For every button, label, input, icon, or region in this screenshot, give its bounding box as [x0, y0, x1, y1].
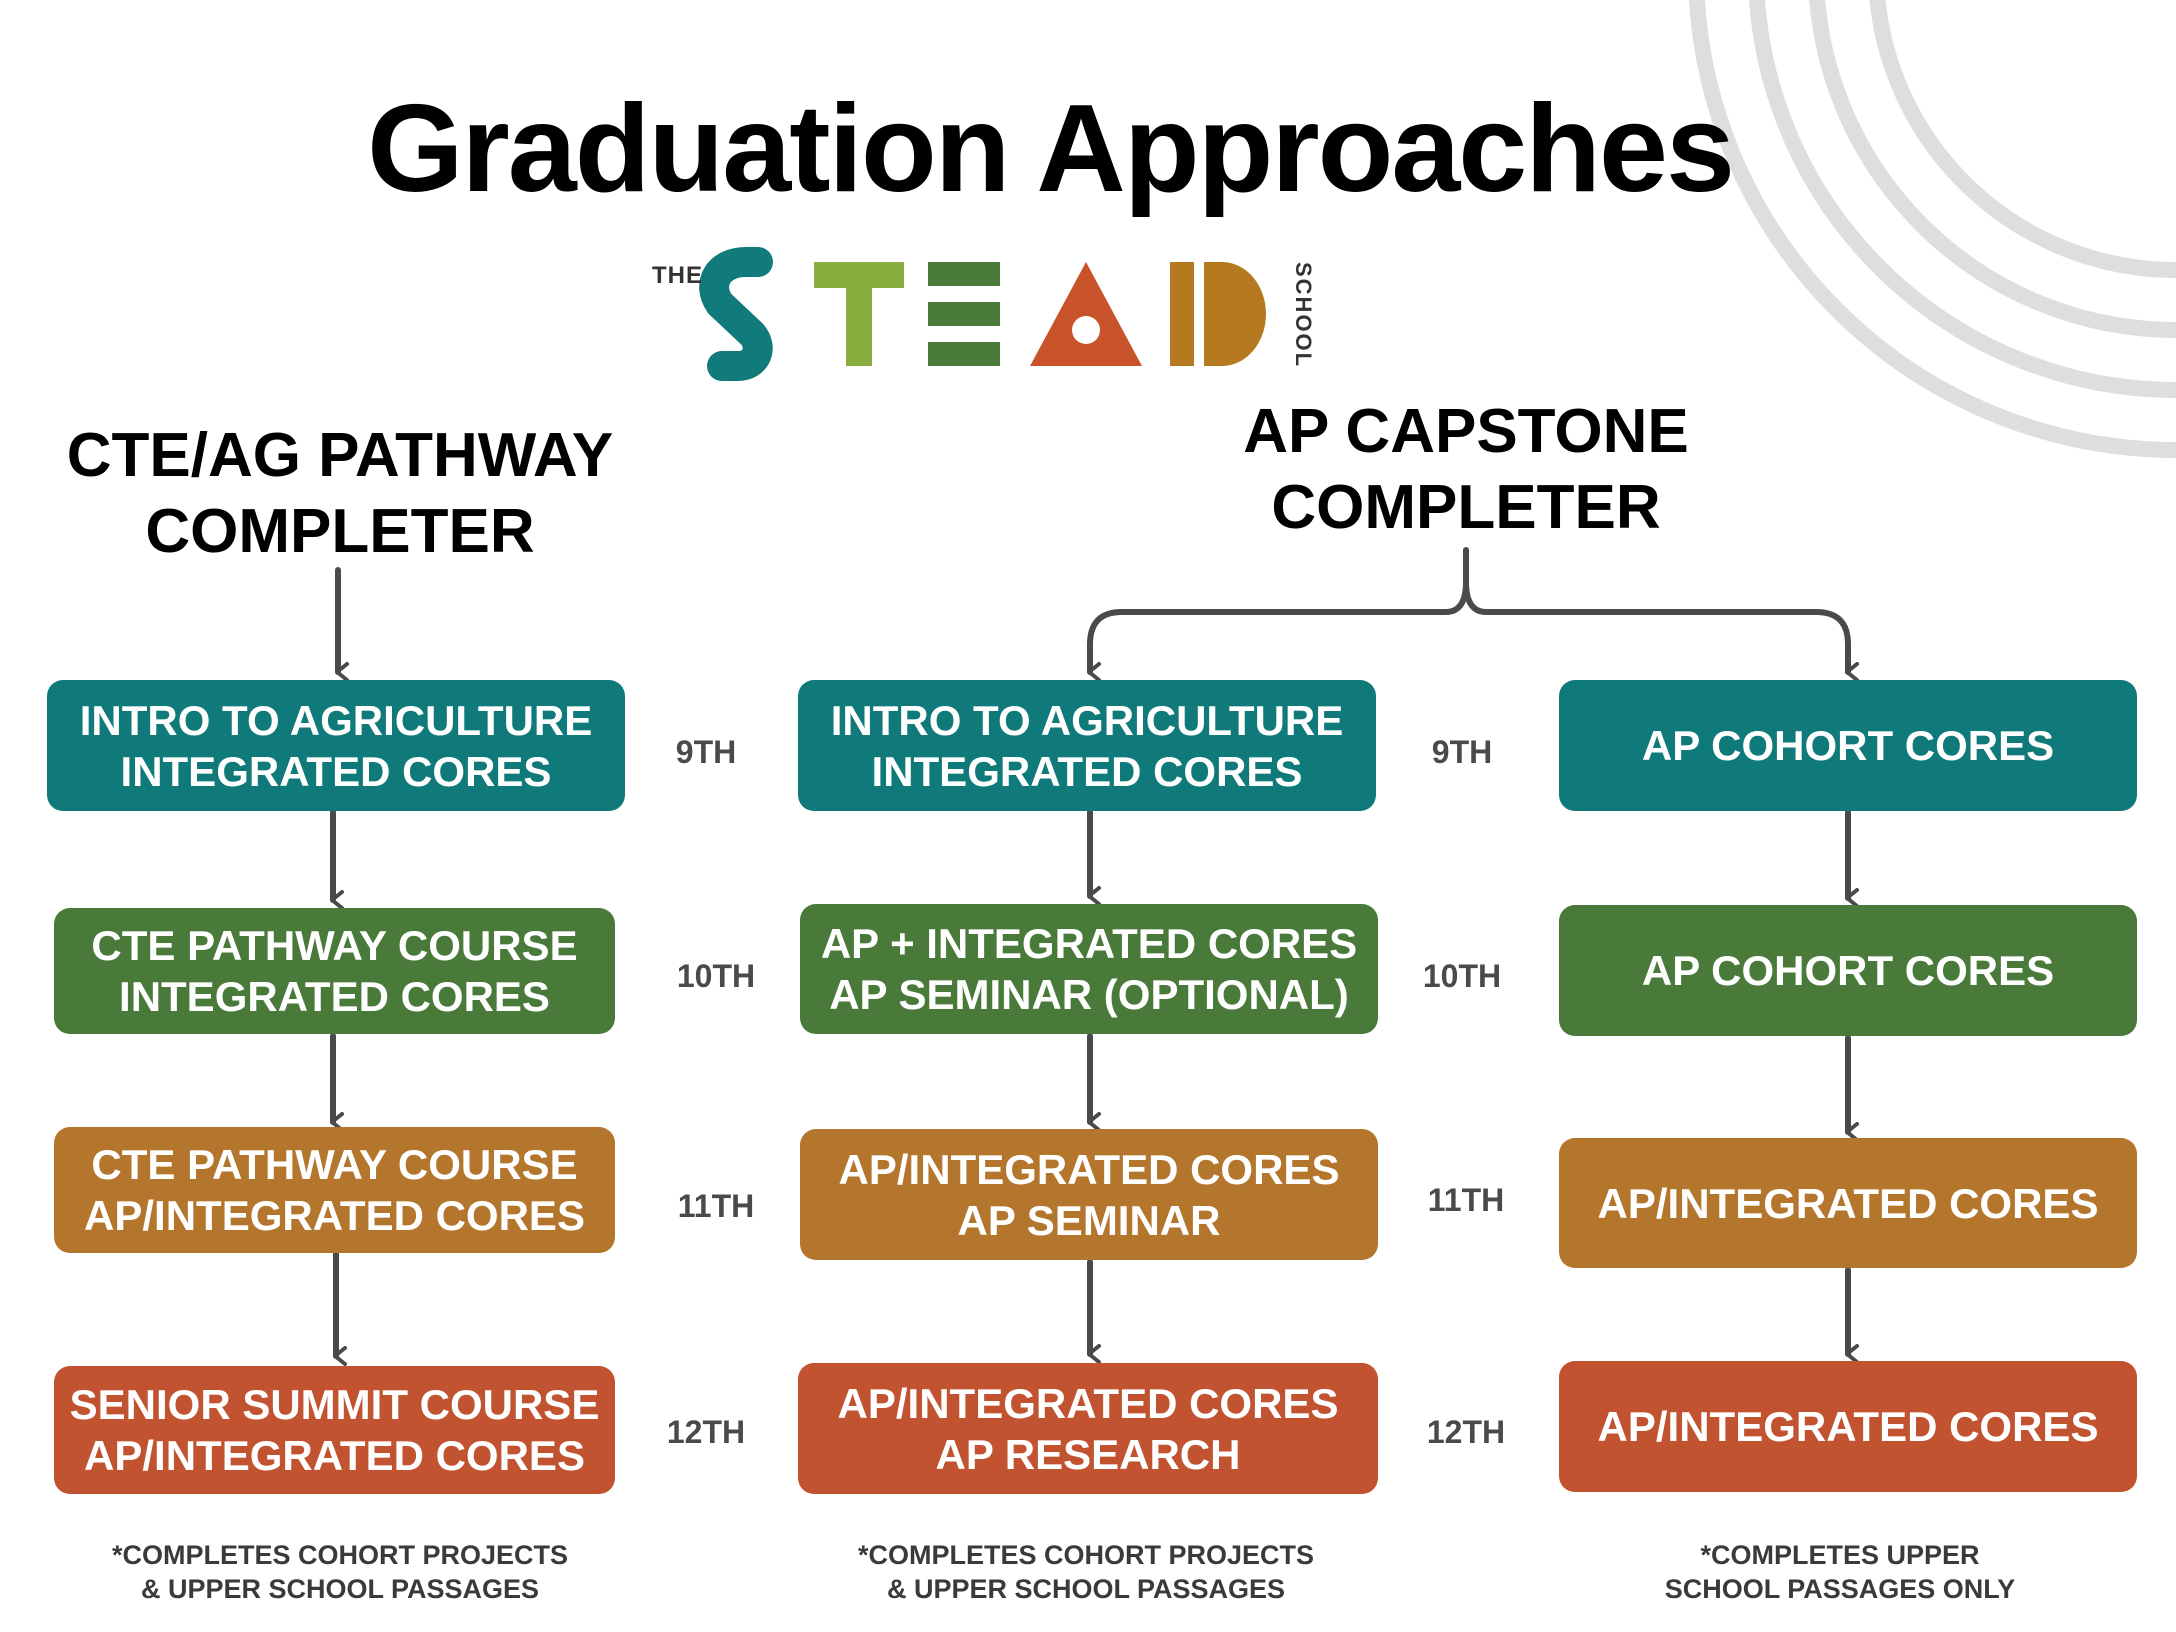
grade-label-11th: 11TH [1427, 1182, 1505, 1218]
decorative-arcs [1689, 0, 2176, 458]
note-line: SCHOOL PASSAGES ONLY [1664, 1574, 2016, 1604]
grade-label-11th: 11TH [677, 1188, 755, 1224]
grade-label-10th: 10TH [1422, 958, 1502, 994]
box-line: AP COHORT CORES [1641, 722, 2055, 769]
ap-b-step-9th: AP COHORT CORES [1559, 680, 2137, 811]
box-line: INTRO TO AGRICULTURE [79, 696, 593, 744]
box-line: AP/INTEGRATED CORES [84, 1192, 585, 1239]
note-line: & UPPER SCHOOL PASSAGES [140, 1574, 540, 1604]
box-line: AP SEMINAR (OPTIONAL) [829, 971, 1349, 1018]
cte-step-10th: CTE PATHWAY COURSE INTEGRATED CORES [54, 908, 615, 1034]
box-line: INTEGRATED CORES [871, 747, 1303, 795]
box-line: AP + INTEGRATED CORES [820, 920, 1358, 967]
ap-a-step-9th: INTRO TO AGRICULTURE INTEGRATED CORES [798, 680, 1376, 811]
box-line: AP/INTEGRATED CORES [1597, 1403, 2099, 1450]
box-line: INTEGRATED CORES [120, 747, 552, 795]
box-line: SENIOR SUMMIT COURSE [69, 1381, 600, 1428]
cte-step-12th: SENIOR SUMMIT COURSE AP/INTEGRATED CORES [54, 1366, 615, 1494]
ap-b-step-11th: AP/INTEGRATED CORES [1559, 1138, 2137, 1268]
note-line: *COMPLETES COHORT PROJECTS [857, 1540, 1315, 1570]
logo-letter-e [928, 262, 1000, 366]
grade-label-12th: 12TH [666, 1414, 746, 1450]
box-line: AP SEMINAR [957, 1196, 1221, 1244]
logo-school-text: SCHOOL [1291, 262, 1316, 369]
box-line: CTE PATHWAY COURSE [91, 922, 578, 969]
grade-label-9th: 9TH [1431, 734, 1493, 770]
logo-letter-d [1170, 262, 1266, 366]
cte-pathway-heading: CTE/AG PATHWAY COMPLETER [30, 418, 650, 570]
box-line: INTRO TO AGRICULTURE [830, 696, 1344, 744]
box-line: CTE PATHWAY COURSE [91, 1141, 578, 1188]
grade-label-10th: 10TH [676, 958, 756, 994]
ap-b-step-10th: AP COHORT CORES [1559, 905, 2137, 1036]
heading-line: COMPLETER [145, 497, 535, 566]
heading-line: CTE/AG PATHWAY [66, 421, 614, 490]
ap-b-step-12th: AP/INTEGRATED CORES [1559, 1361, 2137, 1492]
ap-a-step-10th: AP + INTEGRATED CORES AP SEMINAR (OPTION… [800, 904, 1378, 1034]
logo-the-text: THE [652, 262, 703, 289]
cte-step-9th: INTRO TO AGRICULTURE INTEGRATED CORES [47, 680, 625, 811]
box-line: AP/INTEGRATED CORES [838, 1145, 1340, 1193]
heading-line: COMPLETER [1271, 473, 1661, 542]
box-line: AP COHORT CORES [1641, 947, 2055, 994]
grade-label-12th: 12TH [1426, 1414, 1506, 1450]
box-line: AP RESEARCH [935, 1430, 1241, 1478]
ap-a-footnote: *COMPLETES COHORT PROJECTS & UPPER SCHOO… [806, 1538, 1366, 1606]
heading-line: AP CAPSTONE [1243, 397, 1689, 466]
grade-label-9th: 9TH [675, 734, 737, 770]
ap-capstone-heading: AP CAPSTONE COMPLETER [1156, 394, 1776, 546]
logo-letter-s [699, 247, 773, 381]
note-line: *COMPLETES UPPER [1700, 1540, 1980, 1570]
cte-step-11th: CTE PATHWAY COURSE AP/INTEGRATED CORES [54, 1127, 615, 1253]
note-line: & UPPER SCHOOL PASSAGES [886, 1574, 1286, 1604]
cte-footnote: *COMPLETES COHORT PROJECTS & UPPER SCHOO… [60, 1538, 620, 1606]
box-line: AP/INTEGRATED CORES [837, 1379, 1339, 1427]
box-line: AP/INTEGRATED CORES [84, 1432, 585, 1479]
logo-letter-t [814, 262, 904, 366]
flow-arrows [330, 547, 1859, 1366]
ap-b-footnote: *COMPLETES UPPER SCHOOL PASSAGES ONLY [1560, 1538, 2120, 1606]
box-line: INTEGRATED CORES [119, 973, 550, 1020]
stead-logo [699, 247, 1266, 381]
box-line: AP/INTEGRATED CORES [1597, 1179, 2099, 1227]
ap-a-step-12th: AP/INTEGRATED CORES AP RESEARCH [798, 1363, 1378, 1494]
logo-letter-a [1030, 262, 1142, 366]
note-line: *COMPLETES COHORT PROJECTS [111, 1540, 569, 1570]
ap-a-step-11th: AP/INTEGRATED CORES AP SEMINAR [800, 1129, 1378, 1260]
page-title: Graduation Approaches [367, 80, 1735, 218]
